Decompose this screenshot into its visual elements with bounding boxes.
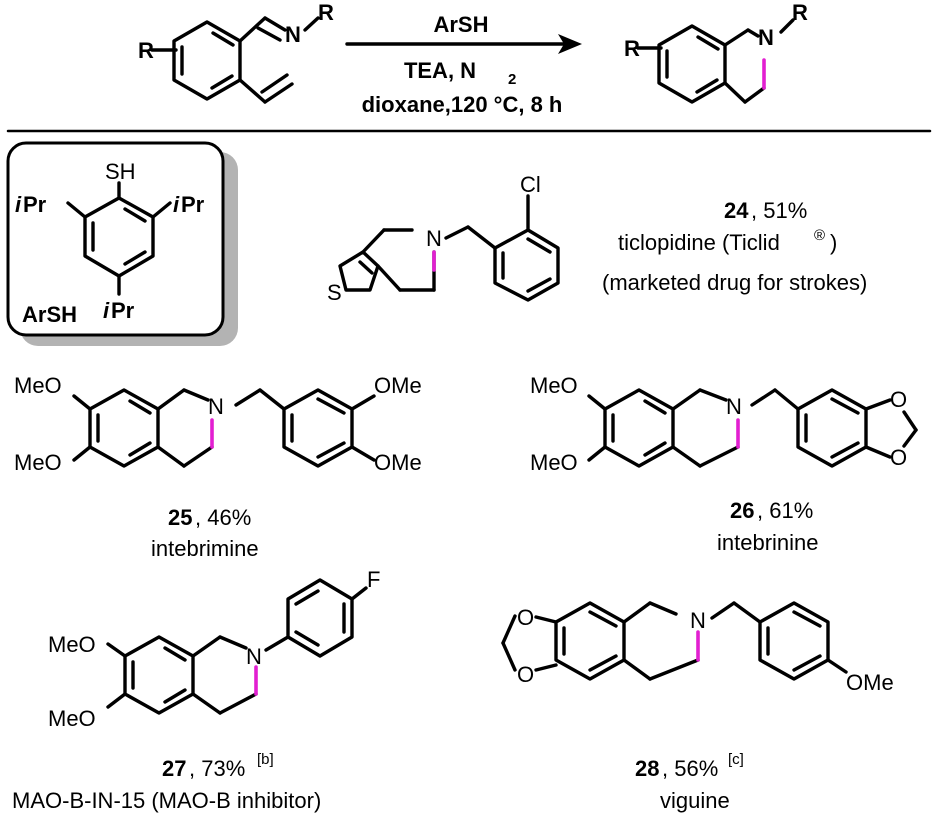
catalyst-ipr-left: Pr [23,192,47,217]
compound-27-structure [106,578,368,715]
catalyst-box [6,141,225,337]
compound-28-footnote: [c] [728,751,744,768]
compound-24-note: (marketed drug for strokes) [602,270,867,295]
reagent-n2-subscript: 2 [508,71,516,88]
compound-27-name: MAO-B-IN-15 (MAO-B inhibitor) [12,788,321,813]
product-n-label: N [758,25,774,50]
compound-24-number: 24 [724,198,749,223]
reactant-structure [150,16,320,104]
compound-24-s: S [327,280,342,305]
product-r-label: R [624,36,640,61]
compound-24-registered-mark: ® [814,227,825,244]
compound-25-number: 25 [168,505,192,530]
compound-24-structure [338,194,560,302]
compound-26-yield: , 61% [757,498,813,523]
compound-25-yield: , 46% [195,505,251,530]
compound-25-name: intebrimine [151,536,259,561]
catalyst-label: ArSH [22,302,77,327]
compound-28-structure [501,601,848,681]
compound-27-meo-bottom: MeO [48,706,96,731]
compound-28-name: viguine [660,788,730,813]
compound-26-o-bottom: O [890,445,907,470]
compound-24-cl: Cl [520,172,541,197]
compound-25-n: N [208,394,224,419]
catalyst-sh-label: SH [105,159,136,184]
arrow-head [558,34,582,54]
reactant-n-label: N [285,22,301,47]
product-structure [636,18,795,104]
compound-25-structure [72,388,376,468]
catalyst-ipr-left-i: i [15,192,22,217]
reagent-tea: TEA, N [404,58,476,83]
compound-26-o-top: O [890,387,907,412]
compound-25-ome-top: OMe [374,373,422,398]
compound-27-meo-top: MeO [48,632,96,657]
compound-28-o-top: O [517,605,534,630]
compound-28-n: N [690,608,706,633]
compound-26-n: N [726,394,742,419]
catalyst-ipr-bottom-i: i [103,298,110,323]
reagent-conditions: dioxane,120 °C, 8 h [362,92,563,117]
reactant-r-label: R [138,38,154,63]
compound-27-yield: , 73% [189,756,245,781]
compound-27-n: N [246,644,262,669]
compound-27-number: 27 [162,756,186,781]
compound-28-yield: , 56% [662,756,718,781]
compound-27-f: F [367,567,380,592]
compound-25-meo-bottom: MeO [14,450,62,475]
compound-24-yield: , 51% [751,198,807,223]
reagent-arsh: ArSH [433,12,488,37]
compound-24-name: ticlopidine (Ticlid [618,230,780,255]
compound-24-name-end: ) [830,230,837,255]
compound-26-meo-bottom: MeO [530,450,578,475]
compound-28-ome: OMe [846,670,894,695]
compound-26-name: intebrinine [717,530,819,555]
catalyst-ipr-right-i: i [173,192,180,217]
compound-28-number: 28 [635,756,659,781]
compound-26-meo-top: MeO [530,373,578,398]
compound-27-footnote: [b] [257,751,274,768]
compound-28-o-bottom: O [517,662,534,687]
compound-25-ome-bottom: OMe [374,450,422,475]
catalyst-structure [66,181,172,296]
product-nr-label: R [792,0,808,25]
catalyst-ipr-bottom: Pr [111,298,135,323]
compound-24-n: N [426,226,442,251]
catalyst-ipr-right: Pr [181,192,205,217]
reactant-nr-label: R [318,0,334,25]
compound-25-meo-top: MeO [14,373,62,398]
compound-26-structure [587,388,918,468]
compound-26-number: 26 [730,498,754,523]
